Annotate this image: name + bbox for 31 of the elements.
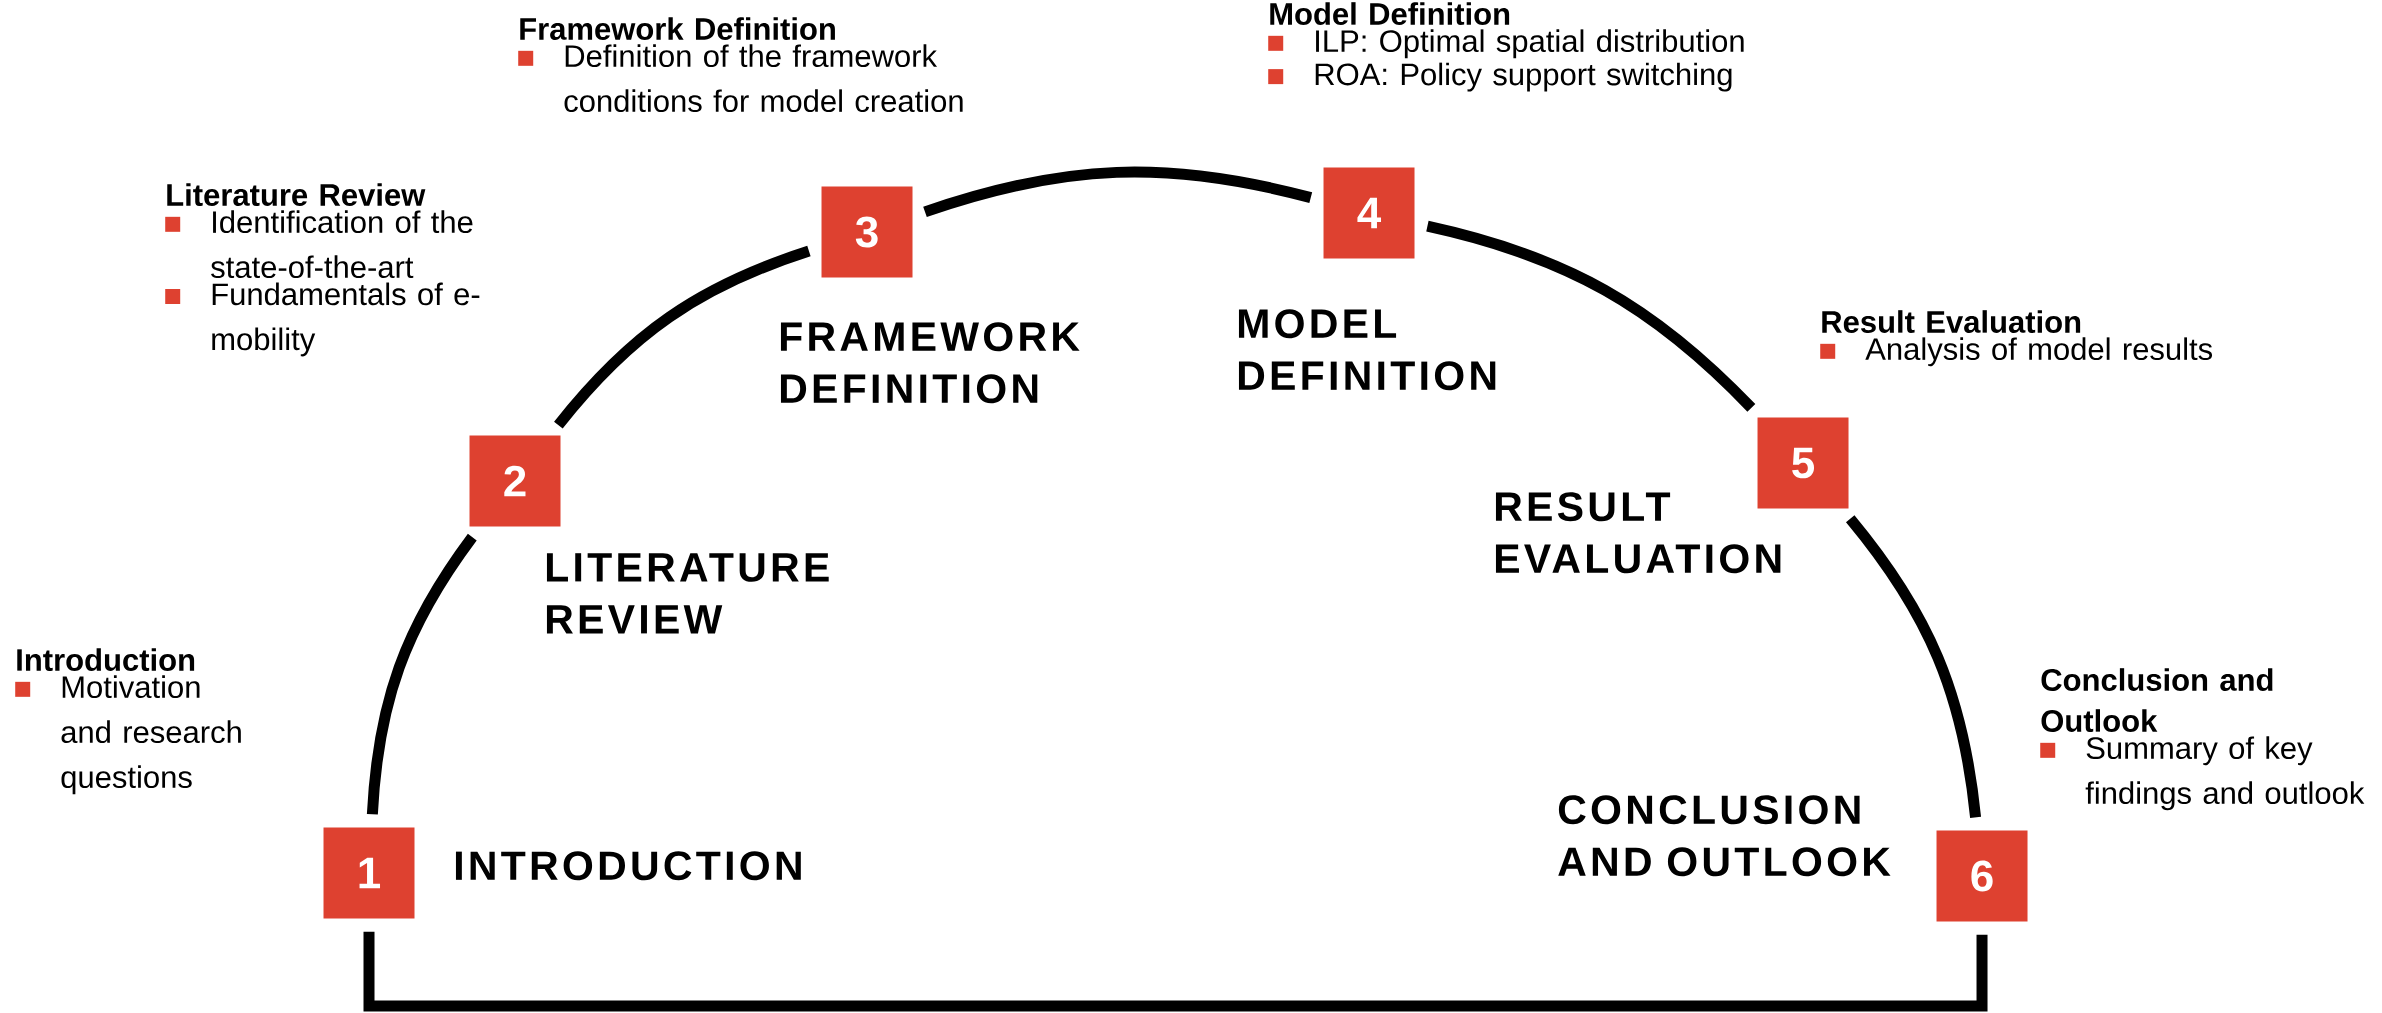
step-number-box: 1 <box>323 827 415 919</box>
bullet-item: Identification of the state-of-the-art <box>165 210 473 279</box>
arc-line <box>1845 515 1982 818</box>
loop-line <box>363 931 1988 1012</box>
step-title: LITERATURE REVIEW <box>546 553 829 634</box>
step-title: FRAMEWORK DEFINITION <box>780 322 1080 404</box>
section-heading: Literature Review <box>167 183 426 206</box>
bullet-item: ROA: Policy support switching <box>1268 62 1732 92</box>
bullet-item: ILP: Optimal spatial distribution <box>1268 29 1744 59</box>
step-title: CONCLUSION AND OUTLOOK <box>1558 795 1891 877</box>
section-heading: Model Definition <box>1270 2 1510 25</box>
bullet-item: Definition of the framework conditions for model creation <box>518 44 963 113</box>
step-title: INTRODUCTION <box>455 851 801 881</box>
section-heading: Introduction <box>17 648 195 671</box>
step-number-box: 5 <box>1757 417 1849 509</box>
section-heading: Framework Definition <box>520 17 835 40</box>
arc-line <box>366 533 477 815</box>
section-heading: Result Evaluation <box>1822 310 2081 333</box>
bullet-item: Fundamentals of e-mobility <box>165 282 480 357</box>
arc-line <box>923 166 1313 218</box>
step-title: MODEL DEFINITION <box>1238 309 1496 391</box>
bullet-item: Analysis of model results <box>1820 337 2213 367</box>
step-number-box: 3 <box>821 186 913 278</box>
bullet-item: Motivation and research questions <box>15 675 241 795</box>
section-heading: Conclusion and Outlook <box>2041 668 2273 732</box>
arc-line <box>1426 220 1756 412</box>
bullet-item: Summary of key findings and outlook <box>2040 736 2365 811</box>
step-number-box: 4 <box>1323 167 1415 259</box>
arc-line <box>554 245 811 429</box>
step-number-box: 2 <box>469 435 561 527</box>
step-number-box: 6 <box>1936 830 2028 922</box>
